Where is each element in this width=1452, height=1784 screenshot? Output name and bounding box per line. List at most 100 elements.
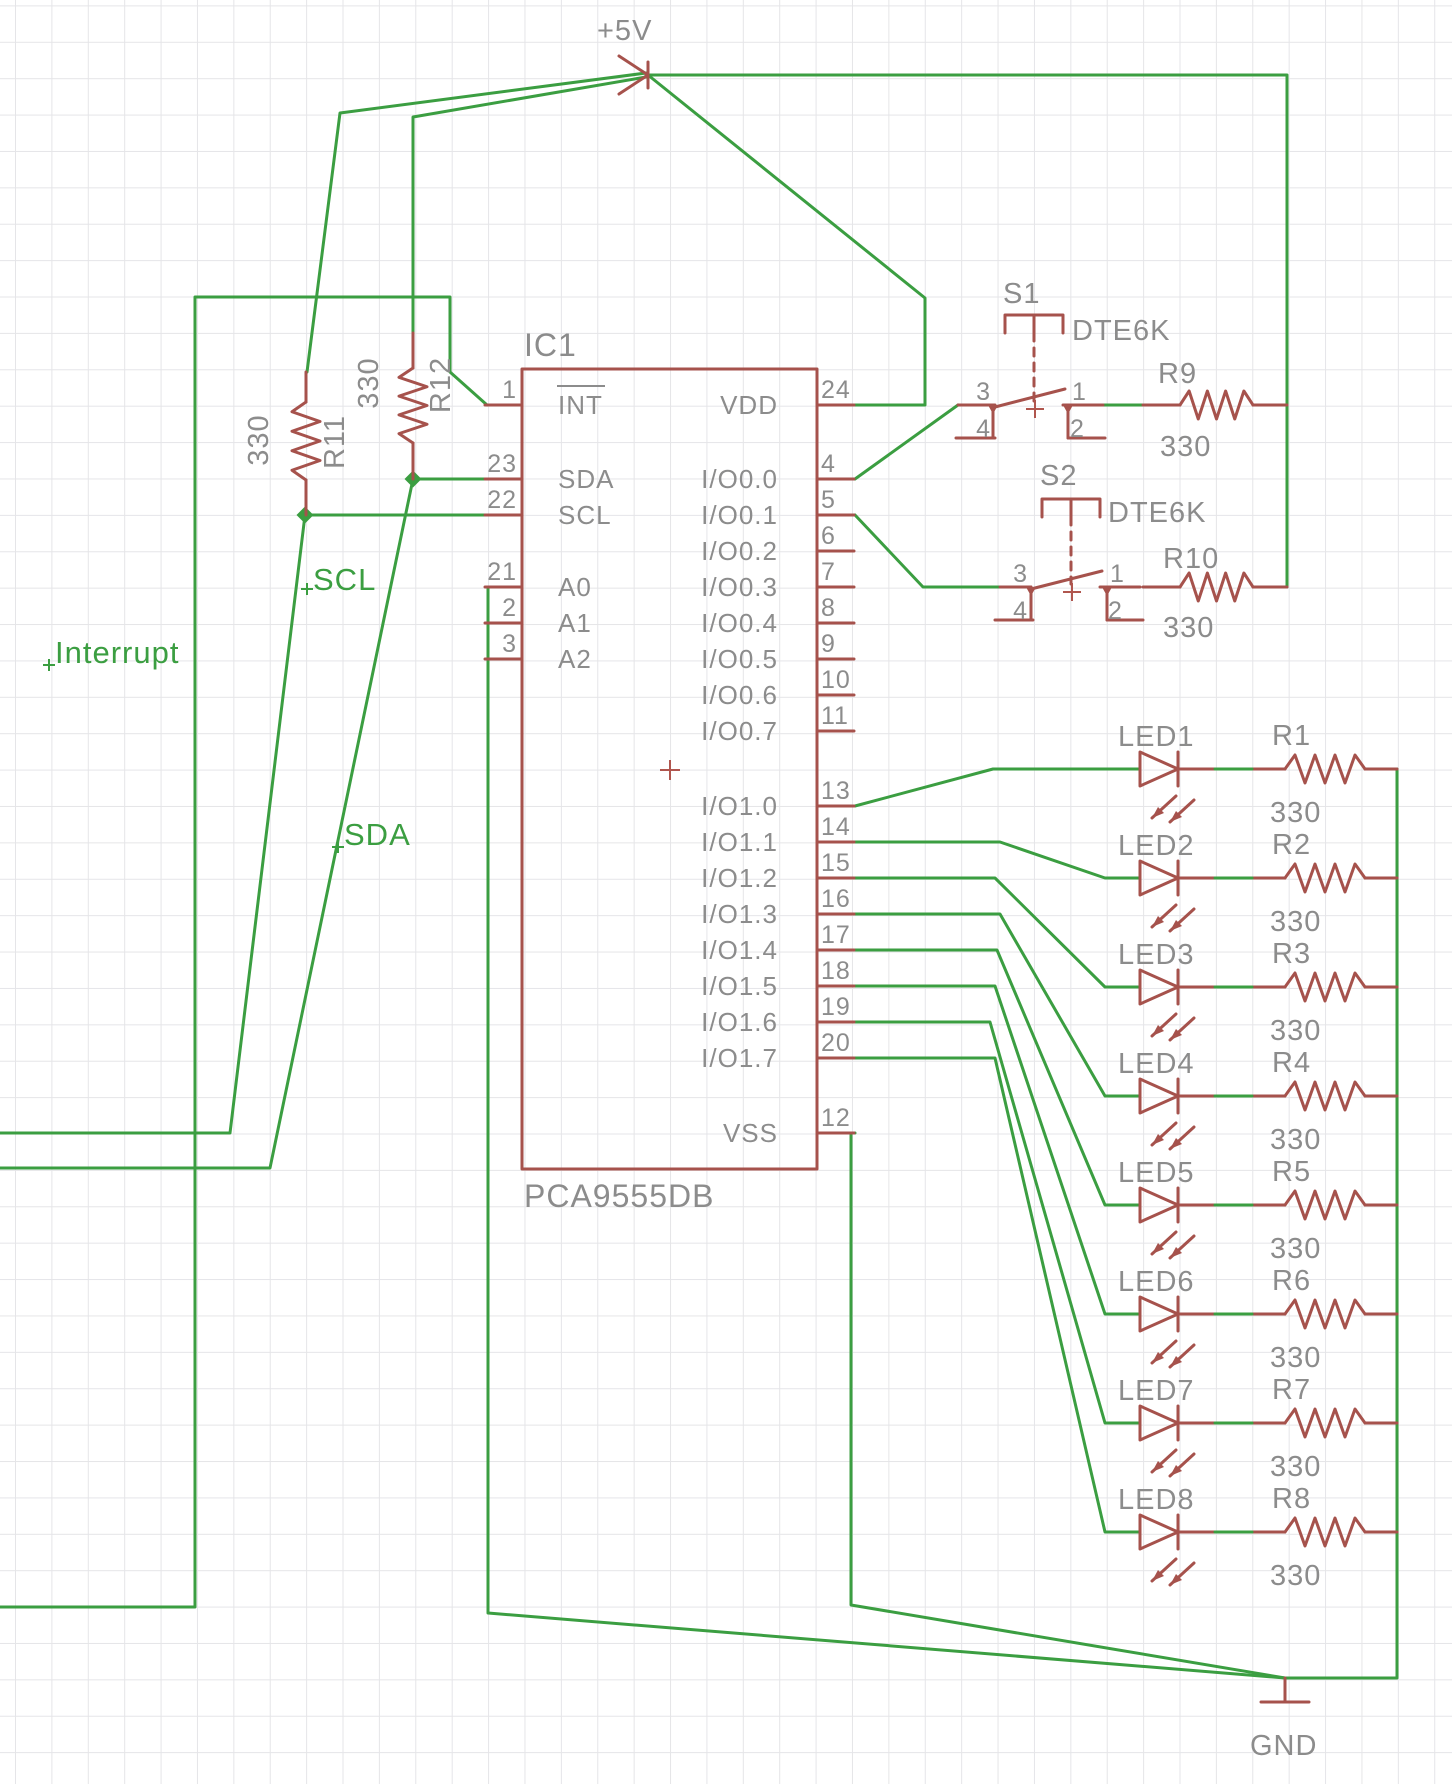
wire-vss-gnd[interactable] (849, 1131, 1287, 1680)
resistor-name: R2 (1272, 829, 1311, 861)
led-triangle[interactable] (1138, 859, 1180, 897)
ic-body[interactable] (520, 367, 819, 1171)
ic-pin-label: I/O0.6 (701, 680, 778, 710)
wire-sda[interactable] (0, 477, 488, 1170)
switch-line (1029, 569, 1104, 591)
led-triangle[interactable] (1138, 1404, 1180, 1442)
switch-pin-joint (1102, 587, 1112, 596)
resistor-value: 330 (1270, 1342, 1321, 1374)
led-triangle[interactable] (1138, 968, 1180, 1006)
vcc-arrow (617, 54, 650, 77)
component-r2[interactable]: R2 330 (1250, 829, 1399, 938)
wire-vcc-r11[interactable] (305, 71, 648, 374)
wire-right-gnd-bus[interactable] (1283, 767, 1399, 1680)
component-led2[interactable]: LED2 (1118, 830, 1254, 933)
switch-line (993, 387, 1067, 409)
led-name: LED3 (1118, 939, 1195, 971)
resistor-name: R4 (1272, 1047, 1311, 1079)
wire-vcc-vdd[interactable] (646, 73, 927, 407)
net-label-sda[interactable]: SDA (332, 817, 411, 853)
resistor-zigzag (1283, 971, 1367, 1003)
led-triangle[interactable] (1138, 1295, 1180, 1333)
wire-interrupt[interactable] (0, 295, 489, 1609)
component-led6[interactable]: LED6 (1118, 1266, 1254, 1369)
ic-pin-number: 15 (821, 849, 851, 877)
led-arrow-head (1152, 1243, 1164, 1254)
led-arrow-head (1170, 1029, 1182, 1040)
gnd-symbol[interactable]: GND (1250, 1676, 1317, 1762)
ic-pin-label: I/O1.6 (701, 1007, 778, 1037)
ic-pin-label: I/O0.2 (701, 536, 778, 566)
net-label-scl[interactable]: SCL (301, 562, 376, 597)
led-name: LED6 (1118, 1266, 1195, 1298)
resistor-name: R11 (319, 415, 351, 469)
resistor-zigzag (1283, 1407, 1367, 1439)
ic-pin-number: 16 (821, 885, 851, 913)
resistor-zigzag (1178, 389, 1255, 421)
led-triangle[interactable] (1138, 750, 1180, 788)
ic-pin-label: I/O1.1 (701, 827, 778, 857)
wire-io13-led4[interactable] (853, 912, 1142, 1098)
led-arrow-head (1152, 1134, 1164, 1145)
ic-pin-label: I/O1.5 (701, 971, 778, 1001)
led-arrow-head (1152, 1570, 1164, 1581)
net-label-interrupt[interactable]: Interrupt (43, 635, 179, 671)
ic-pin-number: 17 (821, 921, 851, 949)
wire-io01-s2[interactable] (853, 513, 1002, 589)
component-led3[interactable]: LED3 (1118, 939, 1254, 1042)
component-led5[interactable]: LED5 (1118, 1157, 1254, 1260)
wire-io12-led3[interactable] (853, 876, 1142, 989)
ic-pin-label: A2 (558, 644, 592, 674)
wire-vcc-r12[interactable] (411, 75, 648, 335)
resistor-zigzag (1178, 571, 1255, 603)
wire-addr-gnd[interactable] (486, 585, 1287, 1680)
led-arrow-head (1170, 1138, 1182, 1149)
led-arrow-head (1152, 807, 1164, 818)
resistor-value: 330 (1270, 906, 1321, 938)
wire-io11-led2[interactable] (853, 840, 1142, 880)
ic-pin-number: 14 (821, 813, 851, 841)
vcc-symbol[interactable]: +5V (597, 15, 652, 96)
wire-io14-led5[interactable] (853, 948, 1142, 1207)
led-triangle[interactable] (1138, 1513, 1180, 1551)
wire-vcc-right-bus[interactable] (644, 73, 1289, 589)
led-triangle[interactable] (1138, 1186, 1180, 1224)
resistor-value: 330 (353, 357, 385, 408)
ic-pin-label: A1 (558, 608, 592, 638)
wire-io16-led7[interactable] (853, 1020, 1142, 1425)
led-name: LED4 (1118, 1048, 1195, 1080)
component-led7[interactable]: LED7 (1118, 1375, 1254, 1478)
ic-pin-number: 24 (821, 376, 851, 404)
ic-pin-number: 22 (487, 486, 517, 514)
resistor-value: 330 (1163, 612, 1214, 644)
component-led1[interactable]: LED1 (1118, 721, 1254, 824)
ic-pin-label: A0 (558, 572, 592, 602)
led-triangle[interactable] (1138, 1077, 1180, 1115)
wire-io00-s1[interactable] (853, 403, 960, 481)
ic-pin-number: 21 (487, 558, 517, 586)
wire-io17-led8[interactable] (853, 1056, 1142, 1534)
component-led8[interactable]: LED8 (1118, 1484, 1254, 1587)
wire-scl[interactable] (0, 513, 488, 1135)
wire-io10-led1[interactable] (853, 767, 1142, 808)
net-label-text: SDA (344, 817, 411, 852)
component-led4[interactable]: LED4 (1118, 1048, 1254, 1151)
wire-io15-led6[interactable] (853, 984, 1142, 1316)
ic-value-label: PCA9555DB (524, 1178, 714, 1214)
led-arrow-head (1152, 1025, 1164, 1036)
ic-pin-number: 18 (821, 957, 851, 985)
